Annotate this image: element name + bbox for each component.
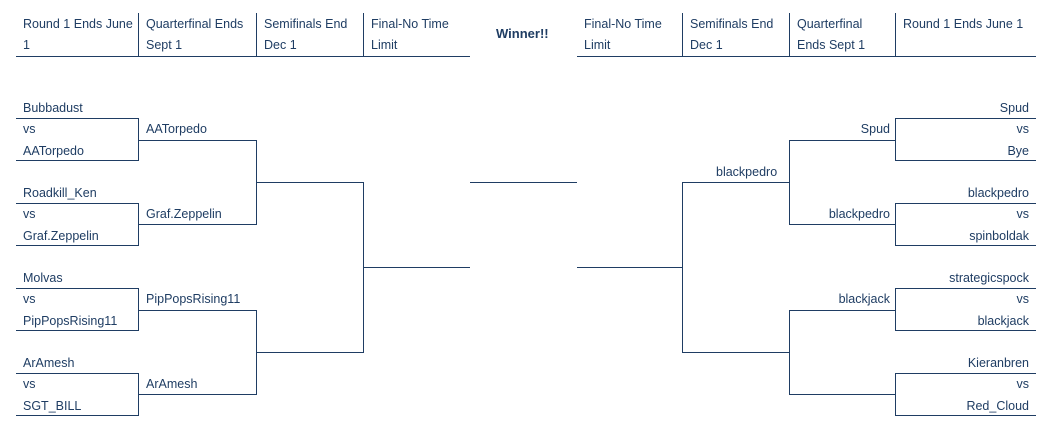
bracket-line (16, 330, 138, 331)
bracket-line (895, 373, 1036, 374)
right-header-semifinal: Semifinals End Dec 1 (690, 17, 774, 52)
bracket-line (895, 160, 1036, 161)
left-header-final: Final-No Time Limit (371, 17, 449, 52)
team-name: blackpedro (967, 186, 1029, 200)
right-header-rule (577, 56, 1036, 57)
bracket-line (895, 118, 896, 161)
bracket-line (16, 160, 138, 161)
team-name: Kieranbren (967, 356, 1029, 370)
bracket-line (789, 310, 790, 395)
header-divider (895, 13, 896, 56)
bracket-line (138, 140, 256, 141)
left-header-round1: Round 1 Ends June 1 (23, 17, 133, 52)
bracket-line (577, 267, 682, 268)
bracket-line (138, 394, 256, 395)
bracket-line (138, 288, 139, 331)
vs-label: vs (1016, 377, 1030, 391)
quarterfinal-winner: PipPopsRising11 (146, 292, 241, 306)
team-name: Roadkill_Ken (23, 186, 97, 200)
bracket-line (16, 203, 138, 204)
quarterfinal-winner: blackjack (838, 292, 890, 306)
vs-label: vs (23, 207, 36, 221)
team-name: Bubbadust (23, 101, 83, 115)
bracket-line (789, 394, 895, 395)
bracket-line (138, 224, 256, 225)
team-name: Graf.Zeppelin (23, 229, 99, 243)
quarterfinal-winner: ArAmesh (146, 377, 198, 391)
bracket-line (16, 415, 138, 416)
header-divider (256, 13, 257, 56)
right-header-final: Final-No Time Limit (584, 17, 662, 52)
team-name: Molvas (23, 271, 63, 285)
right-header-quarterfinal: Quarterfinal Ends Sept 1 (797, 17, 866, 52)
bracket-line (138, 310, 256, 311)
bracket-line (789, 224, 895, 225)
bracket-line (682, 182, 789, 183)
bracket-line (16, 118, 138, 119)
bracket-line (256, 352, 363, 353)
left-header-rule (16, 56, 470, 57)
left-header-quarterfinal: Quarterfinal Ends Sept 1 (146, 17, 244, 52)
bracket-line (895, 203, 896, 246)
bracket-line (895, 373, 896, 416)
final-line (470, 182, 577, 183)
vs-label: vs (1016, 207, 1030, 221)
bracket-line (895, 245, 1036, 246)
team-name: ArAmesh (23, 356, 75, 370)
quarterfinal-winner: Spud (860, 122, 890, 136)
vs-label: vs (1016, 122, 1030, 136)
vs-label: vs (23, 292, 36, 306)
bracket-line (256, 182, 363, 183)
bracket-line (682, 352, 789, 353)
bracket-line (789, 140, 895, 141)
quarterfinal-winner: Graf.Zeppelin (146, 207, 222, 221)
bracket-line (682, 182, 683, 353)
bracket-line (895, 415, 1036, 416)
vs-label: vs (1016, 292, 1030, 306)
bracket-line (16, 245, 138, 246)
team-name: Bye (1007, 144, 1029, 158)
team-name: Spud (999, 101, 1029, 115)
bracket-line (16, 288, 138, 289)
team-name: strategicspock (949, 271, 1029, 285)
header-divider (138, 13, 139, 56)
bracket-line (789, 140, 790, 225)
team-name: Red_Cloud (966, 399, 1029, 413)
team-name: blackjack (977, 314, 1029, 328)
bracket-line (895, 288, 1036, 289)
bracket-line (138, 118, 139, 161)
bracket-line (16, 373, 138, 374)
bracket-line (789, 310, 895, 311)
bracket-line (363, 267, 470, 268)
team-name: spinboldak (969, 229, 1029, 243)
bracket-line (895, 288, 896, 331)
vs-label: vs (23, 122, 36, 136)
bracket-line (895, 118, 1036, 119)
quarterfinal-winner: AATorpedo (146, 122, 207, 136)
team-name: AATorpedo (23, 144, 84, 158)
header-divider (789, 13, 790, 56)
header-divider (682, 13, 683, 56)
right-header-round1: Round 1 Ends June 1 (903, 17, 1024, 31)
winner-label: Winner!! (496, 26, 549, 41)
bracket-line (895, 203, 1036, 204)
bracket-line (895, 330, 1036, 331)
team-name: SGT_BILL (23, 399, 82, 413)
header-divider (363, 13, 364, 56)
left-header-semifinal: Semifinals End Dec 1 (264, 17, 348, 52)
team-name: PipPopsRising11 (23, 314, 118, 328)
semifinal-winner: blackpedro (716, 165, 778, 179)
quarterfinal-winner: blackpedro (828, 207, 890, 221)
vs-label: vs (23, 377, 36, 391)
